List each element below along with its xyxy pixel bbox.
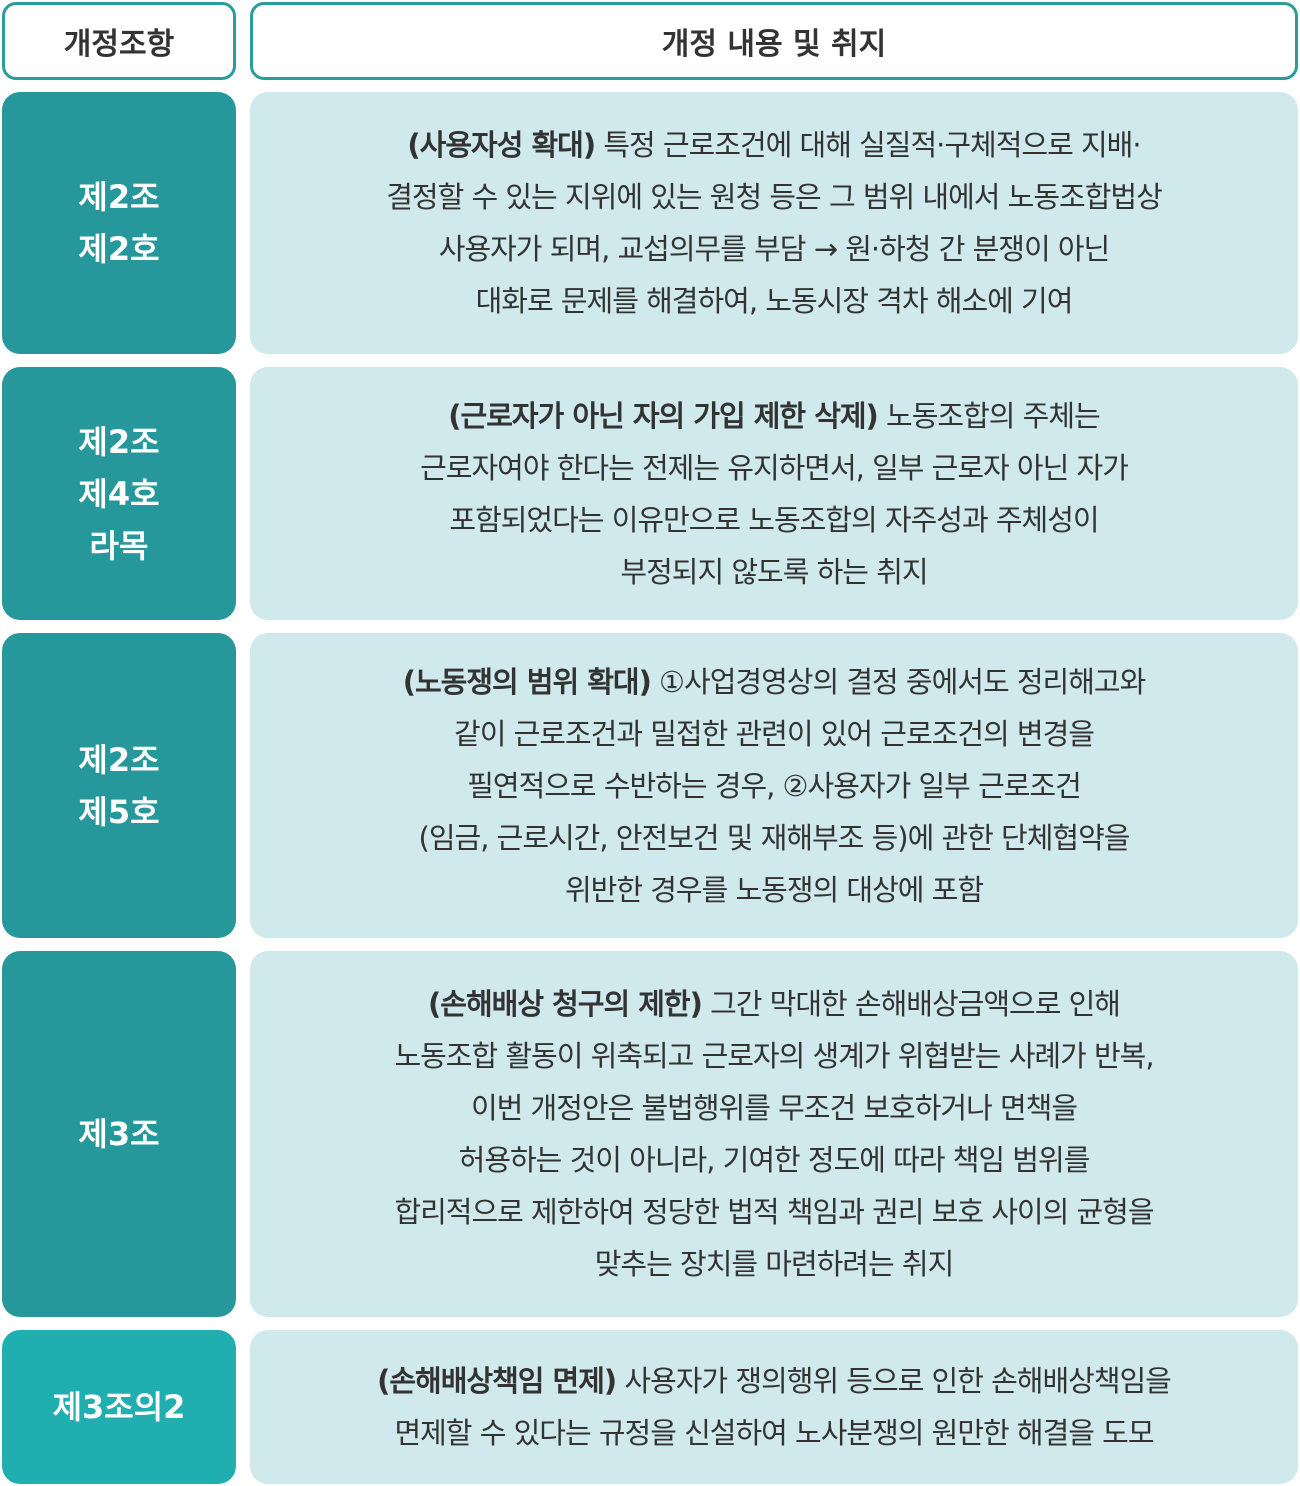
article-label: 제2조 (78, 178, 160, 216)
content-line: 노동조합 활동이 위축되고 근로자의 생계가 위협받는 사례가 반복, (394, 1039, 1154, 1073)
content-line: 맞추는 장치를 마련하려는 취지 (594, 1247, 954, 1281)
content-line: 대화로 문제를 해결하여, 노동시장 격차 해소에 기여 (475, 284, 1074, 318)
content-cell: (근로자가 아닌 자의 가입 제한 삭제) 노동조합의 주체는 근로자여야 한다… (250, 367, 1298, 620)
content-text: ①사업경영상의 결정 중에서도 정리해고와 (650, 664, 1146, 699)
content-line: 같이 근로조건과 밀접한 관련이 있어 근로조건의 변경을 (454, 716, 1095, 751)
content-heading: (사용자성 확대) (407, 128, 596, 162)
content-line: 위반한 경우를 노동쟁의 대상에 포함 (564, 872, 984, 907)
article-label: 제3조의2 (52, 1388, 186, 1426)
content-line: 사용자가 되며, 교섭의무를 부담 → 원·하청 간 분쟁이 아닌 (438, 232, 1110, 266)
content-cell: (손해배상 청구의 제한) 그간 막대한 손해배상금액으로 인해 노동조합 활동… (250, 951, 1298, 1317)
header-article: 개정조항 (2, 2, 236, 80)
content-text: 노동조합의 주체는 (877, 398, 1101, 433)
content-line: (손해배상 청구의 제한) 그간 막대한 손해배상금액으로 인해 (428, 978, 1121, 1030)
article-label: 제4호 (78, 474, 160, 513)
content-heading: (근로자가 아닌 자의 가입 제한 삭제) (448, 398, 879, 433)
content-heading: (손해배상 청구의 제한) (428, 987, 703, 1021)
article-label: 제2조 (78, 422, 160, 461)
article-label: 라목 (89, 526, 149, 565)
content-heading: (노동쟁의 범위 확대) (402, 664, 652, 699)
content-text: 사용자가 쟁의행위 등으로 인한 손해배상책임을 (616, 1364, 1171, 1398)
content-line: 합리적으로 제한하여 정당한 법적 책임과 권리 보호 사이의 균형을 (394, 1195, 1154, 1229)
header-content-label: 개정 내용 및 취지 (661, 27, 887, 62)
content-line: 필연적으로 수반하는 경우, ②사용자가 일부 근로조건 (467, 768, 1082, 803)
content-text: 그간 막대한 손해배상금액으로 인해 (701, 987, 1121, 1021)
content-line: 허용하는 것이 아니라, 기여한 정도에 따라 책임 범위를 (458, 1143, 1091, 1177)
content-cell: (손해배상책임 면제) 사용자가 쟁의행위 등으로 인한 손해배상책임을 면제할… (250, 1330, 1298, 1484)
content-text: 특정 근로조건에 대해 실질적·구체적으로 지배· (595, 128, 1141, 162)
content-line: 근로자여야 한다는 전제는 유지하면서, 일부 근로자 아닌 자가 (420, 450, 1129, 485)
content-cell: (노동쟁의 범위 확대) ①사업경영상의 결정 중에서도 정리해고와 같이 근로… (250, 633, 1298, 938)
content-cell: (사용자성 확대) 특정 근로조건에 대해 실질적·구체적으로 지배· 결정할 … (250, 92, 1298, 354)
content-line: (노동쟁의 범위 확대) ①사업경영상의 결정 중에서도 정리해고와 (402, 656, 1147, 708)
article-cell: 제3조 (2, 951, 236, 1317)
article-label: 제2호 (78, 230, 160, 268)
content-line: (근로자가 아닌 자의 가입 제한 삭제) 노동조합의 주체는 (448, 390, 1101, 442)
article-cell: 제2조 제2호 (2, 92, 236, 354)
article-label: 제2조 (78, 740, 160, 779)
header-content: 개정 내용 및 취지 (250, 2, 1298, 80)
content-line: 부정되지 않도록 하는 취지 (620, 554, 928, 589)
content-line: 면제할 수 있다는 규정을 신설하여 노사분쟁의 원만한 해결을 도모 (394, 1416, 1154, 1450)
content-line: (손해배상책임 면제) 사용자가 쟁의행위 등으로 인한 손해배상책임을 (377, 1355, 1172, 1407)
article-label: 제5호 (78, 792, 160, 831)
content-line: 결정할 수 있는 지위에 있는 원청 등은 그 범위 내에서 노동조합법상 (386, 180, 1163, 214)
header-article-label: 개정조항 (63, 27, 175, 62)
content-line: 이번 개정안은 불법행위를 무조건 보호하거나 면책을 (470, 1091, 1078, 1125)
article-label: 제3조 (78, 1115, 160, 1153)
content-line: (사용자성 확대) 특정 근로조건에 대해 실질적·구체적으로 지배· (407, 119, 1141, 171)
content-heading: (손해배상책임 면제) (377, 1364, 617, 1398)
article-cell: 제2조 제5호 (2, 633, 236, 938)
article-cell: 제2조 제4호 라목 (2, 367, 236, 620)
content-line: (임금, 근로시간, 안전보건 및 재해부조 등)에 관한 단체협약을 (418, 820, 1131, 855)
article-cell: 제3조의2 (2, 1330, 236, 1484)
content-line: 포함되었다는 이유만으로 노동조합의 자주성과 주체성이 (449, 502, 1099, 537)
